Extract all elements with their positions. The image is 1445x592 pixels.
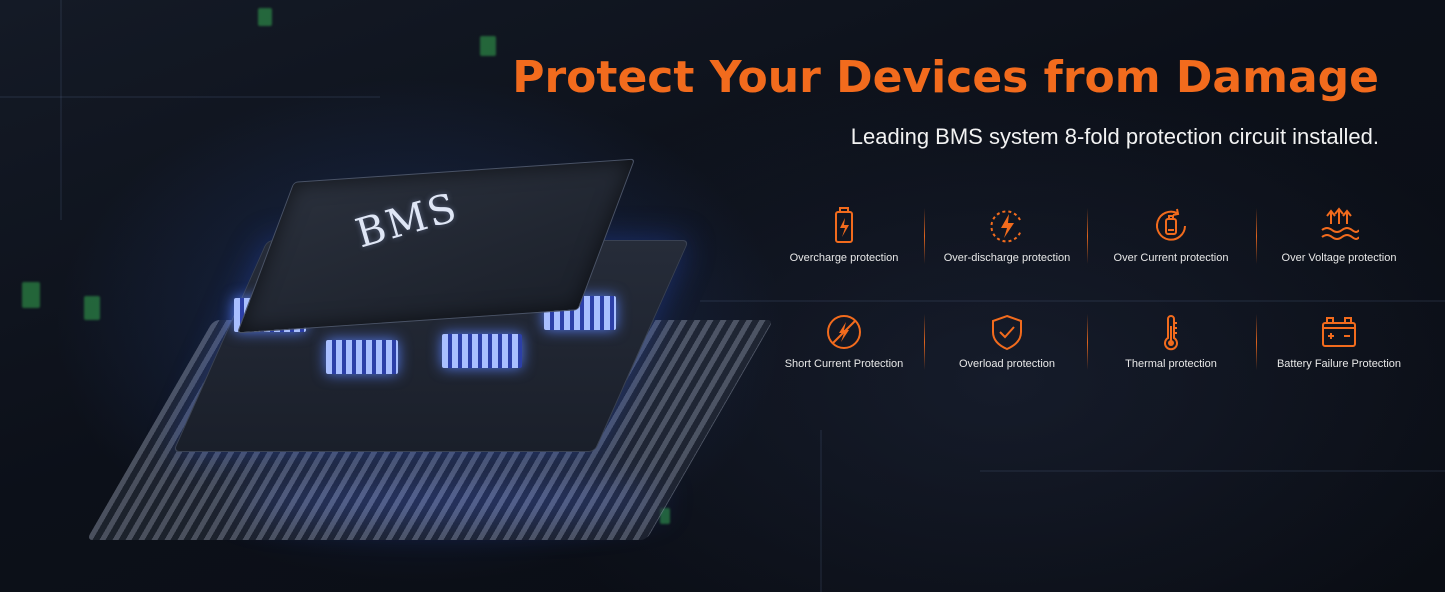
discharge-bolt-icon [987, 206, 1027, 246]
feature-battery-failure: Battery Failure Protection [1264, 312, 1414, 371]
feature-label: Over Current protection [1113, 252, 1229, 264]
feature-label: Battery Failure Protection [1276, 358, 1402, 370]
glow-component [258, 8, 272, 26]
no-short-circuit-icon [824, 312, 864, 352]
feature-divider [1256, 208, 1257, 264]
current-cycle-icon [1151, 206, 1191, 246]
feature-thermal: Thermal protection [1096, 312, 1246, 371]
glow-component [660, 508, 670, 524]
car-battery-icon [1319, 312, 1359, 352]
feature-label: Over-discharge protection [943, 252, 1071, 264]
circuit-trace [60, 0, 62, 220]
circuit-trace [700, 300, 1445, 302]
feature-label: Short Current Protection [784, 358, 904, 370]
feature-overcharge: Overcharge protection [769, 206, 919, 265]
feature-label: Overload protection [959, 358, 1055, 370]
shield-check-icon [987, 312, 1027, 352]
feature-divider [924, 208, 925, 264]
feature-divider [1087, 208, 1088, 264]
voltage-waves-icon [1319, 206, 1359, 246]
glow-component [22, 282, 40, 308]
glow-component [84, 296, 100, 320]
banner-subtitle: Leading BMS system 8-fold protection cir… [850, 124, 1379, 149]
chip-led-row [326, 340, 398, 374]
feature-over-current: Over Current protection [1096, 206, 1246, 265]
feature-divider [1256, 314, 1257, 370]
feature-label: Over Voltage protection [1281, 252, 1397, 264]
feature-over-discharge: Over-discharge protection [932, 206, 1082, 265]
chip-led-row [442, 334, 522, 368]
circuit-trace [980, 470, 1445, 472]
feature-divider [1087, 314, 1088, 370]
battery-charge-icon [824, 206, 864, 246]
chip-top [236, 158, 636, 334]
feature-over-voltage: Over Voltage protection [1264, 206, 1414, 265]
feature-divider [924, 314, 925, 370]
glow-component [480, 36, 496, 56]
feature-label: Thermal protection [1125, 358, 1217, 370]
feature-label: Overcharge protection [789, 252, 899, 264]
banner-title: Protect Your Devices from Damage [512, 52, 1379, 103]
circuit-trace [820, 430, 822, 592]
protection-features: Overcharge protection Over-discharge pro… [760, 198, 1420, 408]
feature-short-current: Short Current Protection [769, 312, 919, 371]
circuit-trace [0, 96, 380, 98]
thermometer-icon [1151, 312, 1191, 352]
feature-overload: Overload protection [932, 312, 1082, 371]
bms-chip-illustration: BMS [86, 150, 774, 550]
